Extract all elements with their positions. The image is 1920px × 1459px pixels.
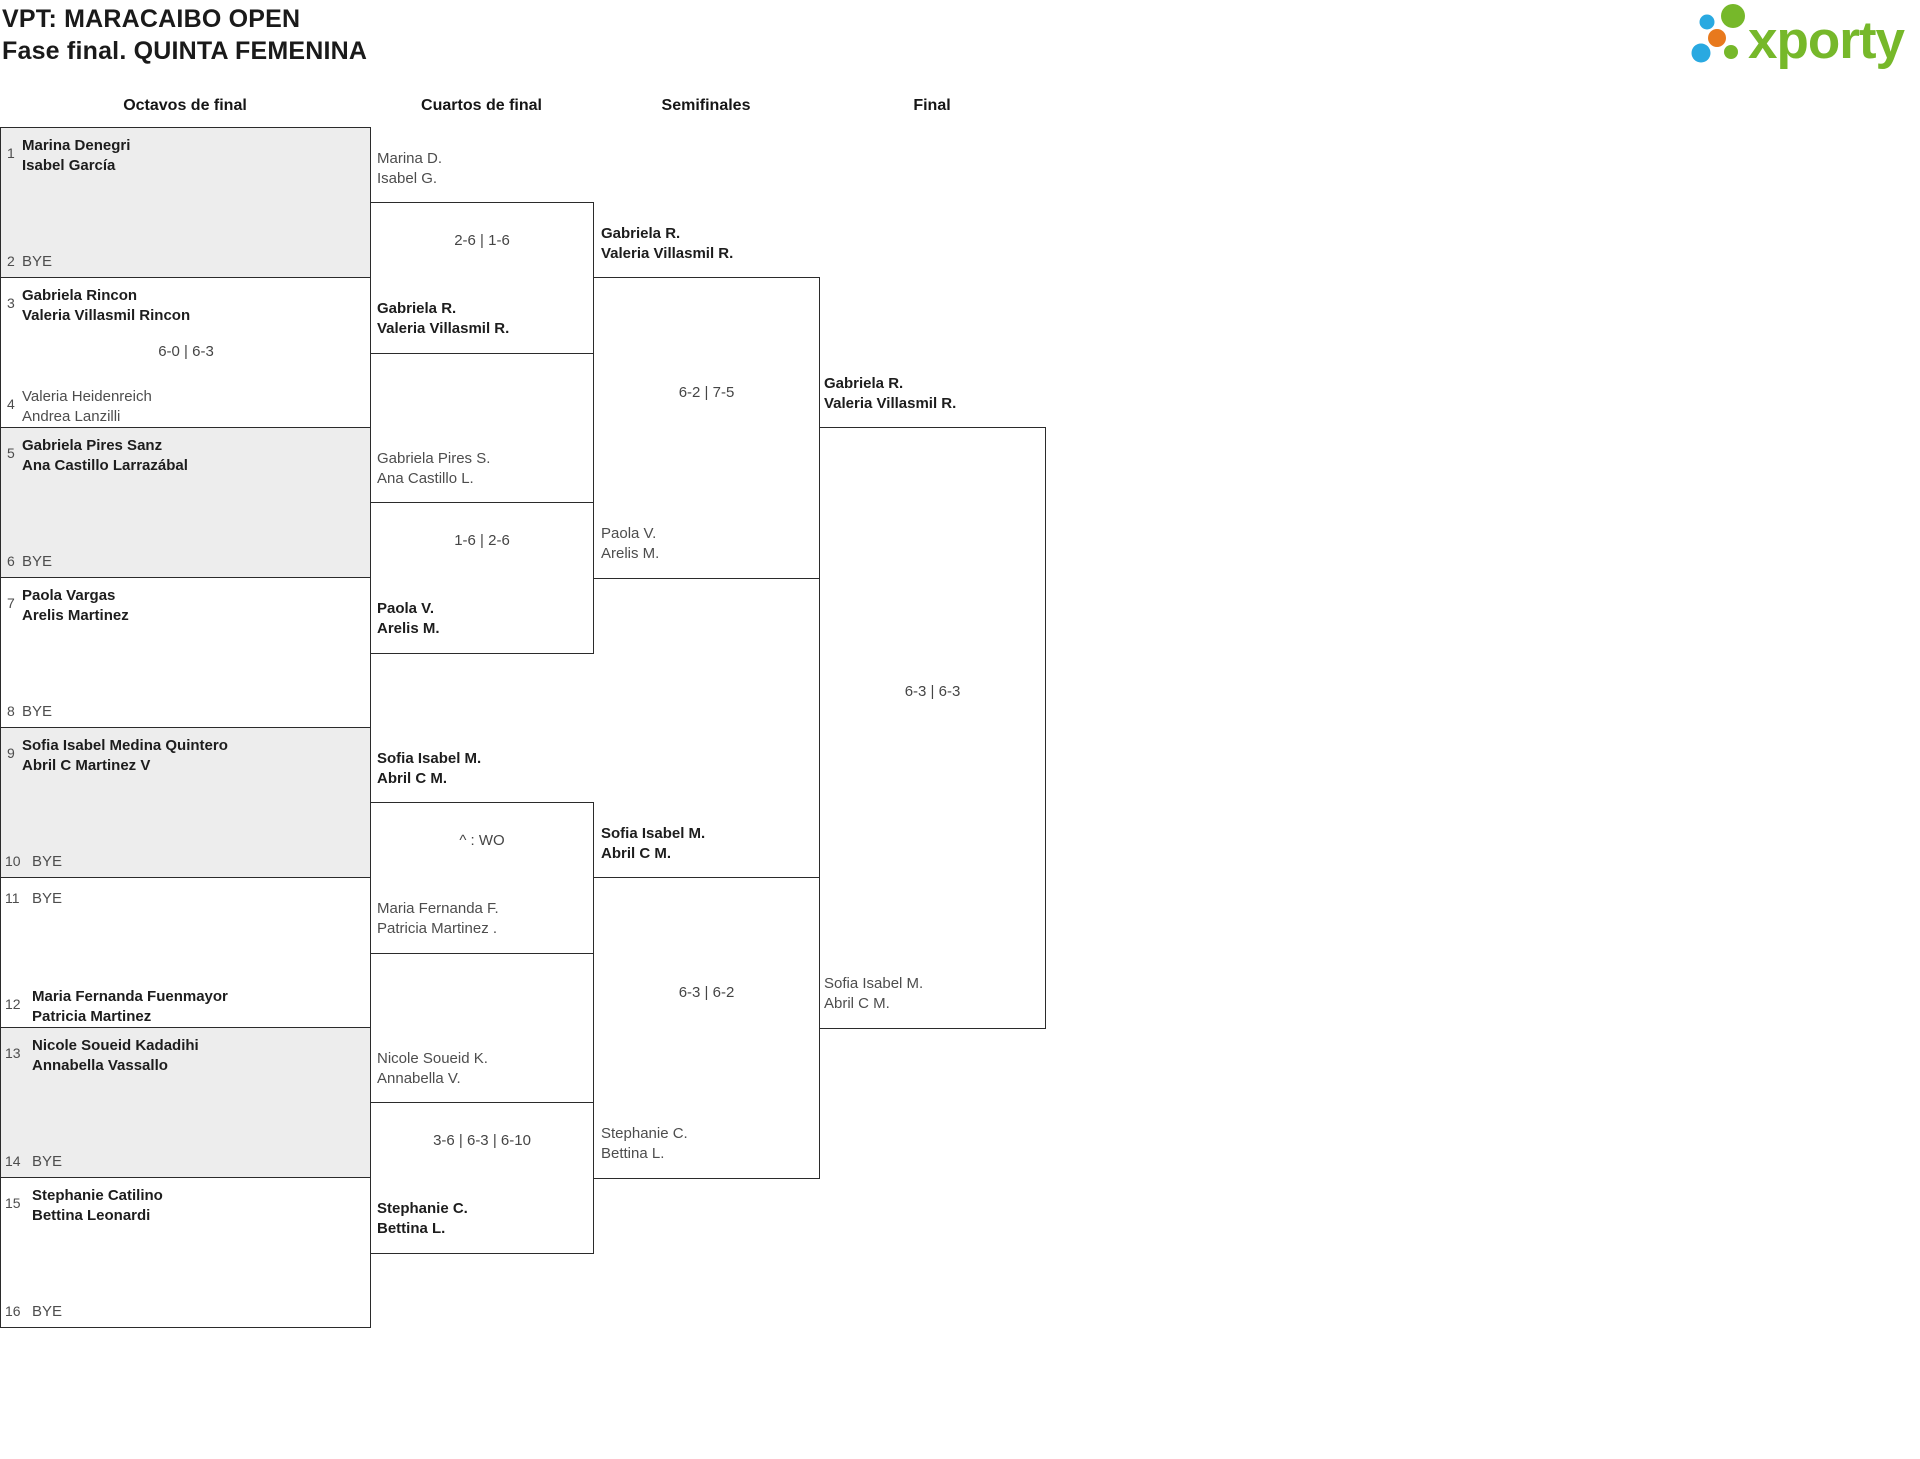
team-name: Gabriela R.Valeria Villasmil R. (824, 375, 957, 412)
team-name: BYE (32, 853, 63, 870)
xporty-logo-text: xporty (1748, 11, 1906, 70)
column-header-semifinales: Semifinales (661, 97, 751, 114)
final-match-box (819, 427, 1046, 1029)
team-name: Gabriela R.Valeria Villasmil R. (601, 225, 734, 262)
team-name: Gabriela Pires S.Ana Castillo L. (377, 450, 491, 487)
seed-number: 15 (5, 1195, 21, 1211)
team-name: Sofia Isabel M.Abril C M. (601, 825, 706, 862)
seed-number: 4 (7, 396, 15, 412)
match-score: 6-2 | 7-5 (678, 384, 735, 401)
team-name: BYE (22, 253, 53, 270)
team-name: Marina D.Isabel G. (377, 150, 443, 187)
team-name: Gabriela R.Valeria Villasmil R. (377, 300, 510, 337)
column-header-cuartos: Cuartos de final (421, 97, 542, 114)
team-name: BYE (32, 1303, 63, 1320)
match-score: ^ : WO (459, 832, 505, 849)
seed-number: 12 (5, 996, 21, 1012)
phase-category: Fase final. QUINTA FEMENINA (2, 37, 368, 65)
team-name: Paola V.Arelis M. (377, 600, 440, 637)
team-name: BYE (22, 703, 53, 720)
match-score: 6-0 | 6-3 (158, 343, 214, 360)
seed-number: 1 (7, 145, 15, 161)
seed-number: 5 (7, 445, 15, 461)
team-name: Sofia Isabel M.Abril C M. (824, 975, 924, 1012)
match-score: 6-3 | 6-2 (678, 984, 735, 1001)
team-name: Stephanie C.Bettina L. (377, 1200, 468, 1237)
seed-number: 7 (7, 595, 15, 611)
seed-number: 16 (5, 1303, 21, 1319)
team-name: BYE (22, 553, 53, 570)
seed-number: 14 (5, 1153, 21, 1169)
seed-number: 3 (7, 295, 15, 311)
team-name: Paola V.Arelis M. (601, 525, 660, 562)
column-header-octavos: Octavos de final (123, 97, 247, 114)
seed-number: 9 (7, 745, 15, 761)
team-name: Nicole Soueid K.Annabella V. (377, 1050, 488, 1087)
seed-number: 13 (5, 1045, 21, 1061)
xporty-logo-icon: xporty (1691, 4, 1907, 70)
team-name: Maria Fernanda F.Patricia Martinez . (377, 900, 499, 937)
seed-number: 2 (7, 253, 15, 269)
page-title: VPT: MARACAIBO OPEN Fase final. QUINTA F… (2, 3, 367, 67)
team-name: BYE (32, 890, 63, 907)
seed-number: 8 (7, 703, 15, 719)
team-name: Stephanie C.Bettina L. (601, 1125, 688, 1162)
team-name: Sofia Isabel M.Abril C M. (377, 750, 482, 787)
xporty-logo[interactable]: xporty (1686, 0, 1920, 78)
column-header-final: Final (913, 97, 951, 114)
seed-number: 10 (5, 853, 21, 869)
match-score: 6-3 | 6-3 (904, 683, 961, 700)
match-score: 1-6 | 2-6 (454, 532, 510, 549)
tournament-name: VPT: MARACAIBO OPEN (2, 5, 301, 33)
team-name: BYE (32, 1153, 63, 1170)
match-score: 3-6 | 6-3 | 6-10 (433, 1132, 531, 1149)
seed-number: 11 (5, 890, 20, 906)
match-score: 2-6 | 1-6 (454, 232, 510, 249)
seed-number: 6 (7, 553, 15, 569)
